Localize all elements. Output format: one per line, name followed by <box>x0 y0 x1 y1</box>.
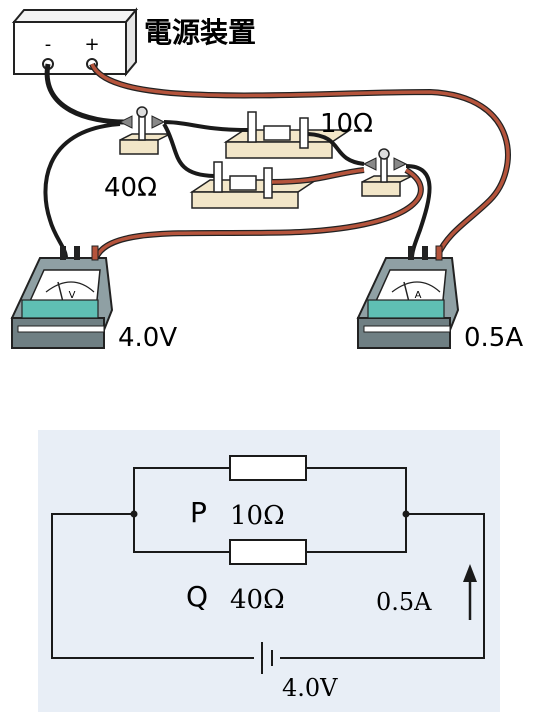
resistor-40-label: 40Ω <box>104 173 157 203</box>
voltage-label: 4.0V <box>282 674 338 702</box>
resistor-p-name: P <box>190 496 207 529</box>
current-label: 0.5A <box>376 588 432 616</box>
plus-terminal-label: + <box>84 34 99 55</box>
battery-symbol <box>254 640 280 676</box>
voltmeter-face-letter: V <box>69 290 76 301</box>
circuit-wires <box>51 467 485 659</box>
wire-r10-to-right <box>307 132 365 166</box>
voltmeter: V <box>10 245 114 349</box>
resistor-q-value: 40Ω <box>230 585 285 615</box>
wire-left-to-r10 <box>163 120 249 132</box>
resistor-q-symbol <box>229 539 307 565</box>
wire-left-to-r40 <box>162 122 215 178</box>
voltmeter-reading: 4.0V <box>118 323 177 353</box>
resistor-40-board <box>189 161 319 209</box>
ammeter-face-letter: A <box>415 290 422 301</box>
resistor-q-name: Q <box>186 580 208 613</box>
power-supply: - + <box>11 7 139 77</box>
ammeter: A <box>356 245 460 349</box>
junction-right <box>402 510 410 518</box>
current-arrow-icon <box>463 564 477 620</box>
circuit-diagram: P 10Ω Q 40Ω 0.5A 4.0V <box>38 430 500 712</box>
left-junction-post <box>118 106 171 155</box>
apparatus-illustration: - + 電源装置 <box>10 7 523 353</box>
resistor-p-symbol <box>229 455 307 481</box>
resistor-10-board <box>223 111 353 159</box>
red-wire-voltmeter <box>94 168 423 259</box>
resistor-10-label: 10Ω <box>320 109 373 139</box>
minus-terminal-label: - <box>45 34 52 55</box>
ammeter-reading: 0.5A <box>464 323 523 353</box>
right-junction-post <box>361 148 413 197</box>
power-supply-label: 電源装置 <box>144 16 256 49</box>
red-wire-r40 <box>271 168 365 184</box>
black-lead-main <box>44 63 126 125</box>
resistor-p-value: 10Ω <box>230 501 285 531</box>
junction-left <box>130 510 138 518</box>
red-lead-main <box>90 63 510 256</box>
wire-left-to-voltmeter <box>43 122 121 259</box>
